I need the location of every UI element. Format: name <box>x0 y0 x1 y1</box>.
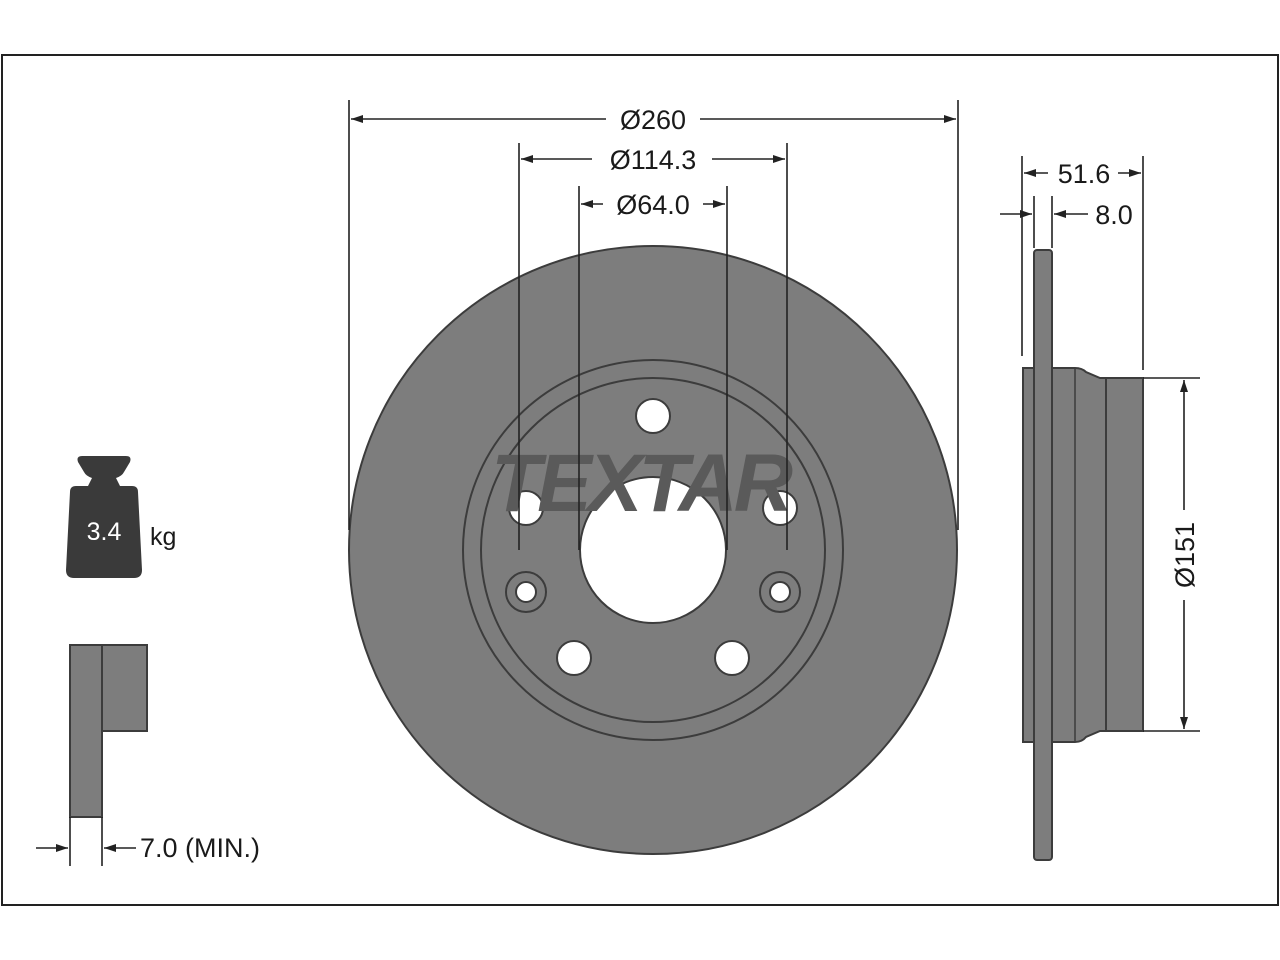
bolt-hole <box>556 640 592 676</box>
friction-ring-profile <box>1033 249 1053 861</box>
textar-logo: TEXTAR <box>491 438 793 529</box>
dim-thickness: 8.0 <box>1000 196 1133 248</box>
hub-diameter-label: Ø151 <box>1170 522 1200 588</box>
min-thickness-diagram: 7.0 (MIN.) <box>36 644 260 866</box>
bolt-hole <box>635 398 671 434</box>
thickness-label: 8.0 <box>1095 200 1133 230</box>
weight-unit: kg <box>150 523 176 551</box>
dim-hat-height: 51.6 <box>1021 156 1144 370</box>
bolt-hole <box>508 490 544 526</box>
bolt-hole <box>762 490 798 526</box>
drawing-frame <box>1 54 1279 906</box>
dim-center-bore: Ø64.0 <box>578 186 728 550</box>
dim-hub-diameter: Ø151 <box>1143 377 1200 732</box>
hat-outer-ring <box>462 359 844 741</box>
weight-icon <box>66 456 142 578</box>
locating-hole <box>515 581 537 603</box>
locating-hole-ring <box>505 571 547 613</box>
bolt-circle-label: Ø114.3 <box>610 145 697 175</box>
min-thickness-disc <box>69 644 103 818</box>
center-bore-label: Ø64.0 <box>616 190 690 220</box>
disc-side-view <box>1022 249 1144 861</box>
weight-value: 3.4 <box>87 518 122 546</box>
locating-hole <box>769 581 791 603</box>
min-thickness-label: 7.0 (MIN.) <box>140 833 260 863</box>
locating-hole-ring <box>759 571 801 613</box>
dim-outer-diameter: Ø260 <box>348 100 959 530</box>
weight-block: 3.4 kg <box>66 456 176 578</box>
disc-front-view: TEXTAR <box>348 245 958 855</box>
min-thickness-hat <box>101 644 148 732</box>
dim-bolt-circle: Ø114.3 <box>518 143 788 550</box>
hat-height-label: 51.6 <box>1058 159 1111 189</box>
outer-diameter-label: Ø260 <box>620 105 686 135</box>
bolt-hole <box>714 640 750 676</box>
hat-inner-ring <box>480 377 826 723</box>
center-bore <box>579 476 727 624</box>
